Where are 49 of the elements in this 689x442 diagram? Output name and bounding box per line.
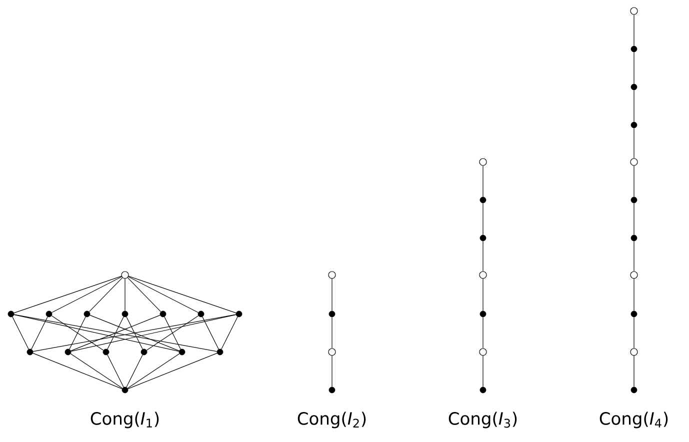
lattice-caption: Cong(I$_{2}$) xyxy=(298,412,366,428)
edge-line xyxy=(70,314,160,352)
edge-line xyxy=(128,276,198,313)
edge-line xyxy=(482,202,484,236)
edge-line xyxy=(14,314,218,352)
edge-line xyxy=(482,356,484,388)
edge-line xyxy=(69,316,86,350)
edge-line xyxy=(202,316,219,350)
edge-line xyxy=(164,316,181,350)
open-node-circle xyxy=(479,348,487,356)
edge-line xyxy=(127,353,180,388)
open-node-circle xyxy=(630,271,638,279)
edge-line xyxy=(70,314,236,352)
edge-line xyxy=(482,240,484,272)
edge-line xyxy=(107,354,124,388)
edge-line xyxy=(482,316,484,348)
edge-line xyxy=(14,276,122,314)
open-node-circle xyxy=(121,271,129,279)
lattice-caption: Cong(I$_{4}$) xyxy=(600,412,668,428)
edge-line xyxy=(128,352,218,390)
edge-line xyxy=(482,166,484,198)
open-node-circle xyxy=(479,271,487,279)
open-node-circle xyxy=(328,271,336,279)
open-node-circle xyxy=(479,158,487,166)
edge-line xyxy=(12,316,29,350)
edge-line xyxy=(107,316,124,350)
edge-line xyxy=(52,276,122,313)
open-node-circle xyxy=(630,348,638,356)
edge-line xyxy=(221,316,238,350)
edge-line xyxy=(51,315,104,351)
edge-line xyxy=(32,314,236,352)
edge-line xyxy=(31,316,48,350)
lattice-caption: Cong(I$_{3}$) xyxy=(448,412,517,428)
edge-line xyxy=(482,278,484,312)
open-node-circle xyxy=(328,348,336,356)
edge-line xyxy=(127,277,162,312)
open-node-circle xyxy=(630,158,638,166)
edge-line xyxy=(124,278,126,312)
edge-line xyxy=(32,352,122,390)
edge-line xyxy=(70,353,123,388)
edge-line xyxy=(126,316,143,350)
lattice-caption: Cong(I$_{1}$) xyxy=(90,412,159,428)
open-node-circle xyxy=(630,7,638,15)
edge-line xyxy=(128,276,236,314)
edge-line xyxy=(146,315,199,351)
edge-line xyxy=(126,354,143,388)
edge-line xyxy=(14,314,180,352)
edge-line xyxy=(90,314,180,352)
edge-line xyxy=(88,277,123,312)
